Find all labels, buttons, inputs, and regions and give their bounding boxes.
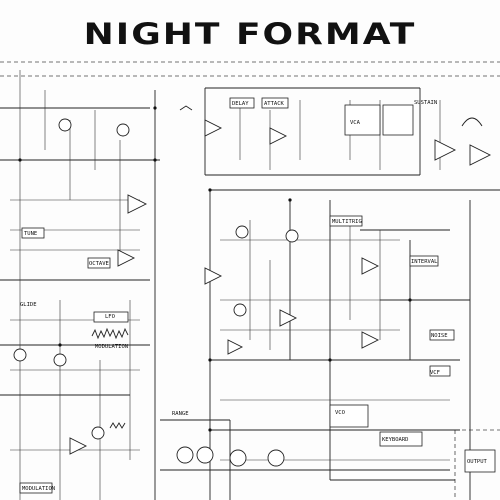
label-glide: GLIDE: [20, 302, 37, 308]
label-sustain: SUSTAIN: [414, 100, 437, 106]
label-multitrig: MULTITRIG: [332, 219, 362, 225]
label-attack: ATTACK: [264, 101, 285, 107]
label-modulation-2: MODULATION: [22, 486, 55, 492]
label-interval: INTERVAL: [411, 259, 438, 265]
label-octave: OCTAVE: [89, 261, 109, 267]
label-vcf: VCF: [430, 370, 440, 376]
label-keyboard: KEYBOARD: [382, 437, 409, 443]
label-vco: VCO: [335, 410, 345, 416]
page-title: NIGHT FORMAT: [83, 17, 417, 52]
label-lfo: LFO: [105, 314, 115, 320]
label-noise: NOISE: [431, 333, 448, 339]
label-output: OUTPUT: [467, 459, 488, 465]
label-tune: TUNE: [24, 231, 37, 237]
label-vca: VCA: [350, 120, 361, 126]
label-range: RANGE: [172, 411, 189, 417]
label-modulation: MODULATION: [95, 344, 128, 350]
label-delay: DELAY: [232, 101, 249, 107]
